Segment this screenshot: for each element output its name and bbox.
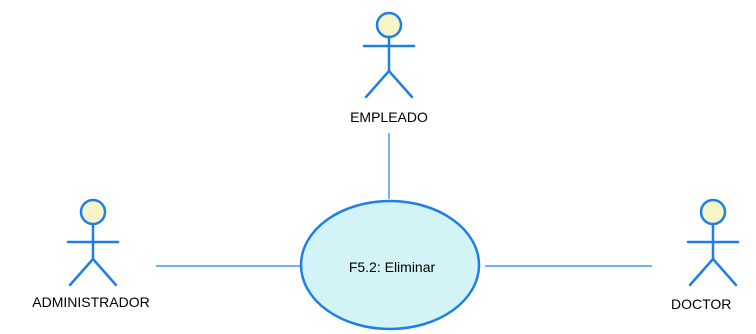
actor-label: ADMINISTRADOR (32, 294, 149, 310)
stick-figure-icon (66, 198, 120, 287)
actor-label: EMPLEADO (350, 109, 428, 125)
stick-figure-icon (362, 11, 416, 99)
use-case-f52-eliminar[interactable]: F5.2: Eliminar (299, 199, 481, 331)
actor-administrador[interactable]: ADMINISTRADOR (32, 198, 150, 310)
use-case-ellipse (299, 199, 481, 331)
stick-figure-icon (686, 198, 740, 287)
actor-empleado[interactable]: EMPLEADO (350, 11, 428, 125)
actor-label: DOCTOR (671, 296, 731, 312)
use-case-label: F5.2: Eliminar (349, 259, 436, 275)
actor-doctor[interactable]: DOCTOR (671, 198, 740, 312)
